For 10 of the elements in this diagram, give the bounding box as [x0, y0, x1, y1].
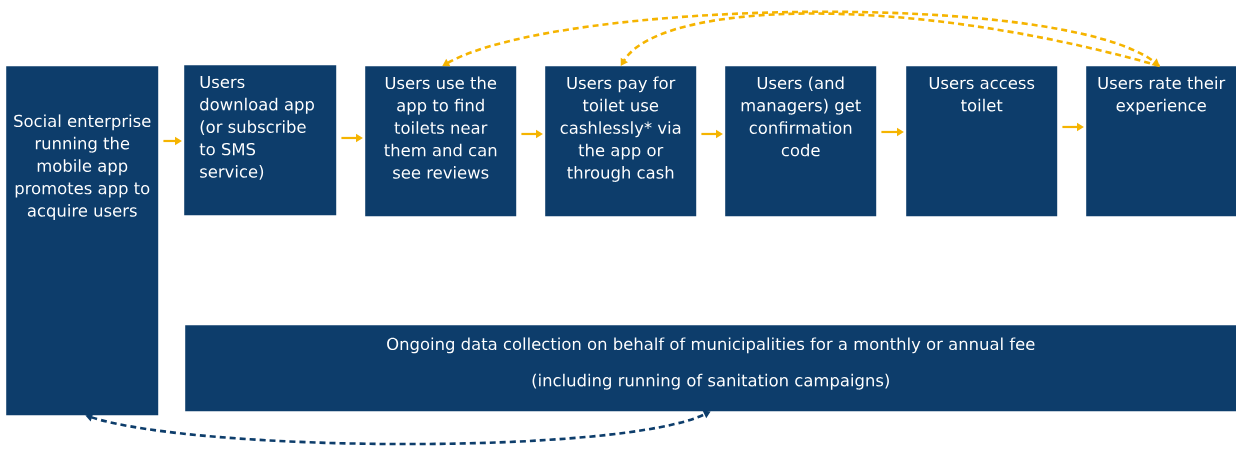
process-box: Ongoing data collection on behalf of municipalities for a monthly or annual fee (including running of sanitation campaigns): [185, 325, 1236, 412]
process-box: Users pay for toilet use cashlessly* via the app or through cash: [545, 66, 697, 217]
arrow: [442, 10, 1160, 67]
process-box: Social enterprise running the mobile app promotes app to acquire users: [6, 66, 159, 416]
process-box: Users use the app to find toilets near them and can see reviews: [365, 66, 517, 217]
process-box: Users download app (or subscribe to SMS service): [184, 65, 337, 216]
process-box: Users rate their experience: [1086, 66, 1236, 217]
arrow: [620, 12, 1161, 68]
process-box: Users (and managers) get confirmation code: [725, 66, 877, 217]
process-box: Users access toilet: [906, 66, 1058, 217]
